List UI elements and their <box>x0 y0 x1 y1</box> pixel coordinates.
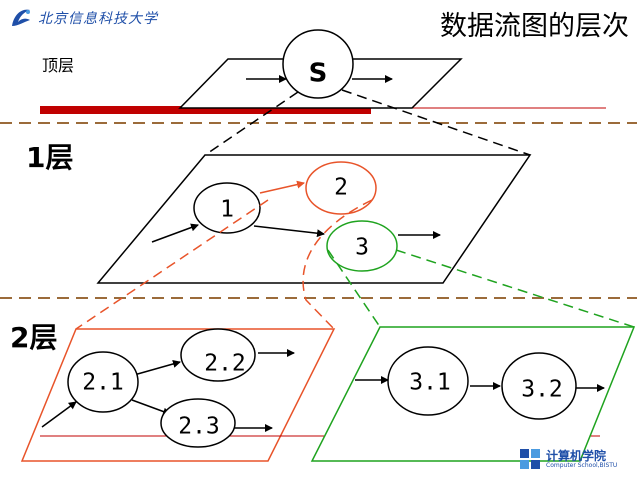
school-name-en: Computer School,BISTU <box>546 461 618 469</box>
process-3-1-label: 3.1 <box>409 370 451 396</box>
level-label-top: 顶层 <box>42 56 75 75</box>
expand-2-left <box>75 199 269 330</box>
level2-plane-process3 <box>310 326 636 462</box>
process-2-3-label: 2.3 <box>178 414 220 440</box>
flow-1-to-2 <box>259 180 305 194</box>
top-red-bar <box>40 106 371 114</box>
flow-2-1-to-2-2 <box>133 360 181 376</box>
process-2-label: 2 <box>334 175 348 201</box>
process-3-2-label: 3.2 <box>521 377 563 403</box>
process-s-label: S <box>309 59 328 89</box>
university-name: 北京信息科技大学 <box>38 11 158 27</box>
process-1-label: 1 <box>220 197 234 223</box>
process-s <box>282 29 354 99</box>
flow-1-to-3 <box>253 225 325 238</box>
process-2-2 <box>180 328 256 382</box>
process-3-label: 3 <box>355 235 369 261</box>
expand-line-left <box>204 91 299 156</box>
level1-plane <box>96 154 532 284</box>
l2-in-flow <box>41 401 77 428</box>
school-logo-icon <box>520 449 540 469</box>
process-3-2 <box>501 352 577 420</box>
level-label-2: 2层 <box>10 321 58 354</box>
slide-title: 数据流图的层次 <box>440 11 629 42</box>
flow-2-1-to-2-3 <box>131 399 171 416</box>
process-1 <box>193 182 261 234</box>
l1-in-flow <box>151 223 199 243</box>
process-2-3 <box>160 398 236 448</box>
expand-2-right <box>302 199 373 330</box>
footer-school-logo: 计算机学院 Computer School,BISTU <box>520 449 617 469</box>
process-3-1 <box>387 346 469 416</box>
university-emblem-icon <box>12 9 30 26</box>
expand-line-right <box>341 89 531 156</box>
level-label-1: 1层 <box>26 141 74 174</box>
process-2-1 <box>67 351 139 413</box>
university-logo: 北京信息科技大学 <box>8 6 158 30</box>
process-2 <box>305 161 377 215</box>
process-2-2-label: 2.2 <box>204 351 246 377</box>
school-name-cn: 计算机学院 <box>546 448 607 463</box>
process-2-1-label: 2.1 <box>82 370 124 396</box>
expand-3-right <box>395 249 635 328</box>
process-3 <box>326 220 398 272</box>
